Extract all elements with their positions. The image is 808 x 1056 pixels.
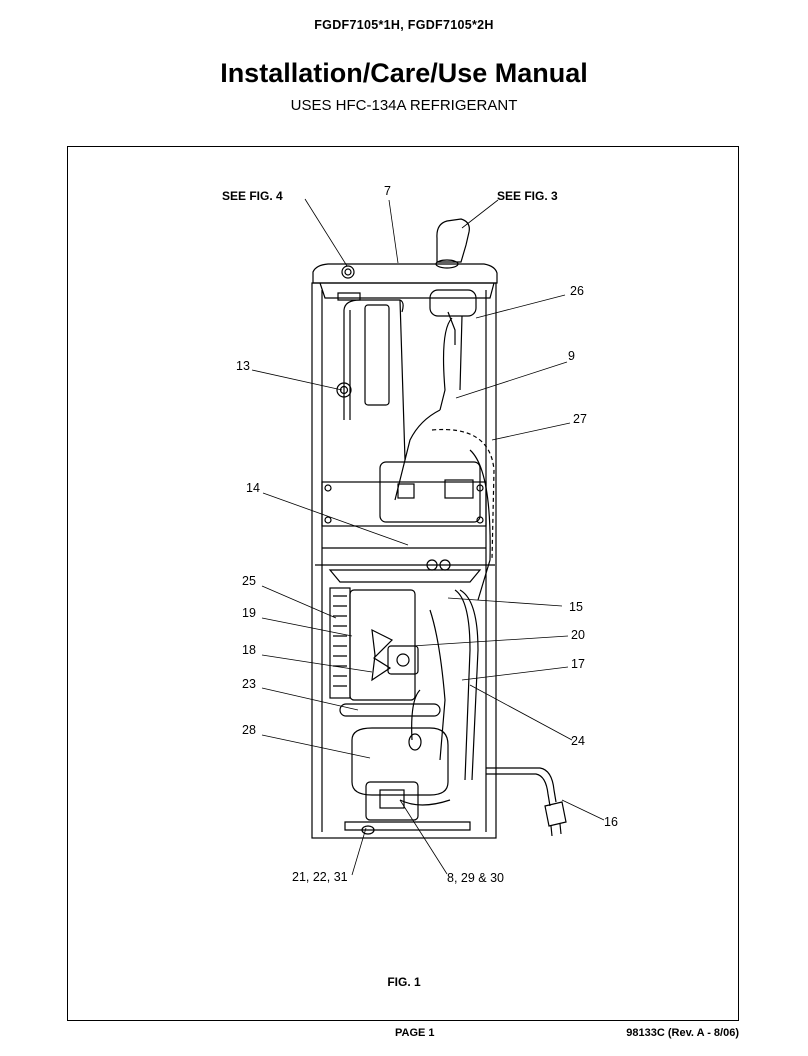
fan-shroud [349, 589, 416, 701]
divider-panel [321, 481, 487, 527]
callout-see-fig-3: SEE FIG. 3 [497, 189, 558, 203]
callout-16: 16 [604, 815, 618, 829]
callout-21-22-31: 21, 22, 31 [292, 870, 348, 884]
callout-19: 19 [242, 606, 256, 620]
bubbler [436, 218, 470, 263]
callout-20: 20 [571, 628, 585, 642]
callout-14: 14 [246, 481, 260, 495]
callout-8-29-30: 8, 29 & 30 [447, 871, 504, 885]
reservoir [364, 304, 390, 406]
top-basin [312, 263, 498, 284]
figure-caption: FIG. 1 [387, 975, 421, 989]
callout-18: 18 [242, 643, 256, 657]
callout-27: 27 [573, 412, 587, 426]
page-number: PAGE 1 [395, 1027, 435, 1039]
callout-25: 25 [242, 574, 256, 588]
power-plug [544, 801, 567, 827]
fan-motor [387, 645, 419, 675]
refrigerant-note: USES HFC-134A REFRIGERANT [290, 97, 518, 114]
callout-24: 24 [571, 734, 585, 748]
model-numbers: FGDF7105*1H, FGDF7105*2H [314, 18, 494, 32]
callout-26: 26 [570, 284, 584, 298]
manual-title: Installation/Care/Use Manual [220, 58, 588, 88]
callout-28: 28 [242, 723, 256, 737]
compressor [351, 727, 449, 796]
callout-15: 15 [569, 600, 583, 614]
cold-tank [379, 461, 481, 523]
callout-see-fig-4: SEE FIG. 4 [222, 189, 283, 203]
document-revision: 98133C (Rev. A - 8/06) [626, 1027, 739, 1039]
figure-frame [67, 146, 739, 1021]
callout-23: 23 [242, 677, 256, 691]
electrical-box [365, 781, 419, 821]
fan-blade [371, 628, 394, 682]
cabinet-outline [311, 282, 497, 839]
callout-17: 17 [571, 657, 585, 671]
callout-13: 13 [236, 359, 250, 373]
condenser [329, 587, 351, 699]
callout-7: 7 [384, 184, 391, 198]
power-cord [486, 767, 557, 803]
callout-9: 9 [568, 349, 575, 363]
